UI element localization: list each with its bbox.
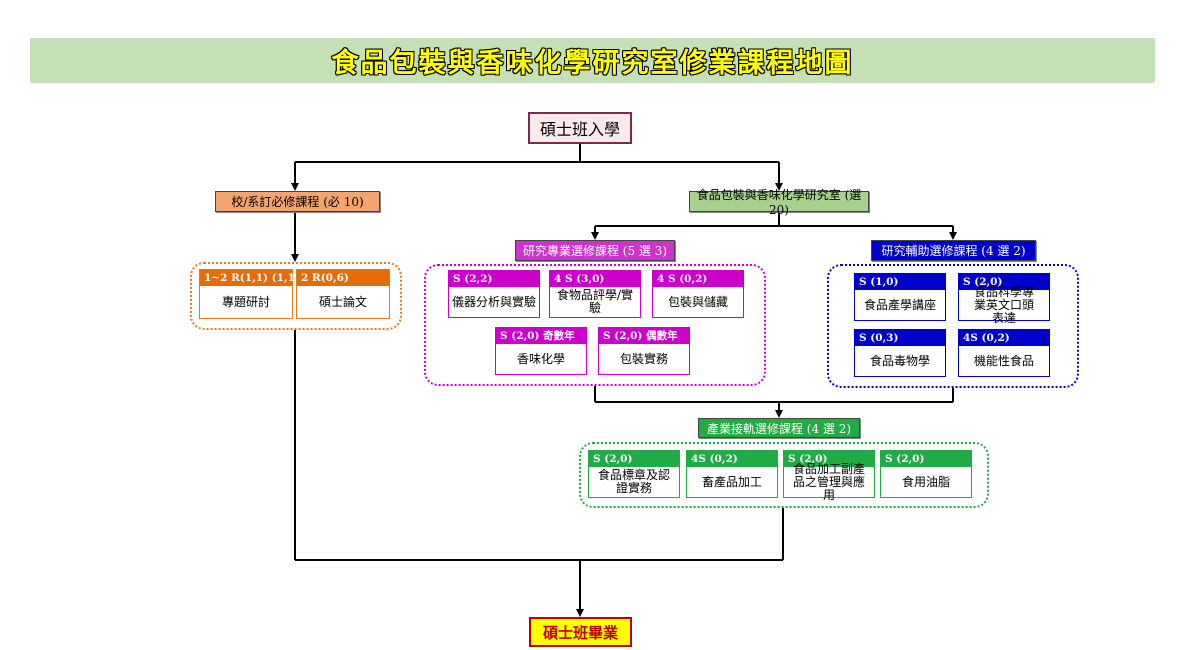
course-card: 1~2 R(1,1) (1,1) 專題研討 <box>199 269 300 319</box>
course-name: 儀器分析與實驗 <box>451 294 536 309</box>
page-title: 食品包裝與香味化學研究室修業課程地圖 <box>331 48 854 79</box>
course-code: 4 S (0,2) <box>653 271 743 287</box>
course-code: S (2,0) <box>959 274 1049 290</box>
course-card: 4S (0,2) 機能性食品 <box>958 329 1050 377</box>
course-card: 4S (0,2) 畜產品加工 <box>686 450 778 498</box>
lab-section-label: 食品包裝與香味化學研究室 (選 20) <box>689 188 869 217</box>
entry-node: 碩士班入學 <box>528 112 632 144</box>
professional-course-group <box>424 264 766 386</box>
required-section-label: 校/系訂必修課程 (必 10) <box>215 191 380 212</box>
course-card: S (2,0) 食用油脂 <box>880 450 972 498</box>
course-card: 4 S (3,0) 食物品評學/實驗 <box>549 270 641 318</box>
course-card: S (2,0) 奇數年 香味化學 <box>495 327 587 375</box>
professional-section-label: 研究專業選修課程 (5 選 3) <box>515 240 675 261</box>
industry-course-group <box>579 442 989 508</box>
course-card: S (2,0) 偶數年 包裝實務 <box>598 327 690 375</box>
graduation-node: 碩士班畢業 <box>529 617 632 647</box>
course-card: 2 R(0,6) 碩士論文 <box>296 269 390 319</box>
course-code: S (2,0) 偶數年 <box>599 328 689 344</box>
course-code: S (2,0) <box>589 451 679 467</box>
course-name: 包裝實務 <box>619 351 668 366</box>
course-name: 碩士論文 <box>318 294 367 309</box>
course-card: S (1,0) 食品產學講座 <box>854 273 946 321</box>
course-name: 機能性食品 <box>973 353 1034 368</box>
course-name: 食品產學講座 <box>863 297 936 312</box>
course-name: 食品加工副產品之管理與應用 <box>792 461 865 502</box>
course-code: S (1,0) <box>855 274 945 290</box>
course-name: 食用油脂 <box>901 474 950 489</box>
course-name: 畜產品加工 <box>701 474 762 489</box>
title-banner: 食品包裝與香味化學研究室修業課程地圖 <box>30 38 1155 83</box>
course-code: 4S (0,2) <box>959 330 1049 346</box>
course-code: S (2,0) <box>784 451 874 467</box>
course-code: S (2,0) <box>881 451 971 467</box>
course-name: 專題研討 <box>221 294 270 309</box>
auxiliary-course-group <box>827 264 1079 388</box>
course-card: S (2,0) 食品科學專業英文口頭表達 <box>958 273 1050 325</box>
course-code: S (2,2) <box>449 271 539 287</box>
course-card: S (0,3) 食品毒物學 <box>854 329 946 377</box>
course-card: S (2,0) 食品標章及認證實務 <box>588 450 680 498</box>
course-code: 1~2 R(1,1) (1,1) <box>200 270 300 286</box>
course-code: S (2,0) 奇數年 <box>496 328 586 344</box>
auxiliary-section-label: 研究輔助選修課程 (4 選 2) <box>871 240 1036 261</box>
course-code: 4 S (3,0) <box>550 271 640 287</box>
course-name: 食品毒物學 <box>869 353 930 368</box>
course-code: S (0,3) <box>855 330 945 346</box>
course-code: 2 R(0,6) <box>297 270 389 286</box>
course-name: 食品標章及認證實務 <box>597 468 670 495</box>
industry-section-label: 產業接軌選修課程 (4 選 2) <box>698 418 860 438</box>
required-course-group <box>190 262 402 330</box>
course-name: 香味化學 <box>516 351 565 366</box>
course-name: 食品科學專業英文口頭表達 <box>973 284 1034 325</box>
course-name: 食物品評學/實驗 <box>556 288 634 315</box>
course-card: S (2,0) 食品加工副產品之管理與應用 <box>783 450 875 502</box>
course-name: 包裝與儲藏 <box>667 294 728 309</box>
course-code: 4S (0,2) <box>687 451 777 467</box>
course-card: S (2,2) 儀器分析與實驗 <box>448 270 540 318</box>
course-card: 4 S (0,2) 包裝與儲藏 <box>652 270 744 318</box>
